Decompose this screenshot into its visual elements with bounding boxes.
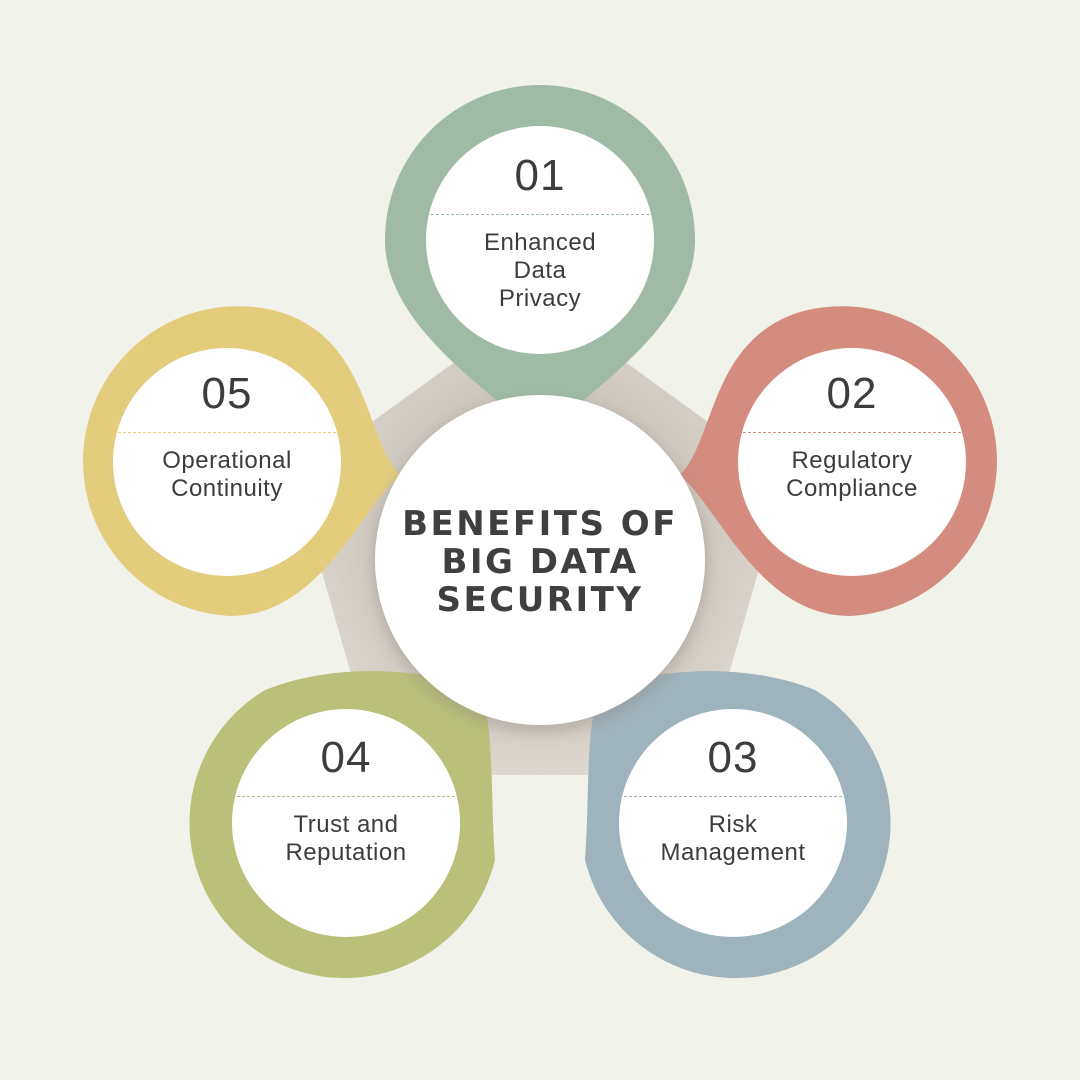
petal-01 [385,85,695,440]
petal-05-inner [113,348,341,576]
petal-03 [585,671,891,979]
petal-04 [189,671,495,979]
petal-01-inner [426,126,654,354]
petal-03-inner [619,709,847,937]
petal-04-inner [232,709,460,937]
petal-05 [83,306,401,616]
petal-02 [680,306,997,616]
center-circle [375,395,705,725]
petal-02-inner [738,348,966,576]
